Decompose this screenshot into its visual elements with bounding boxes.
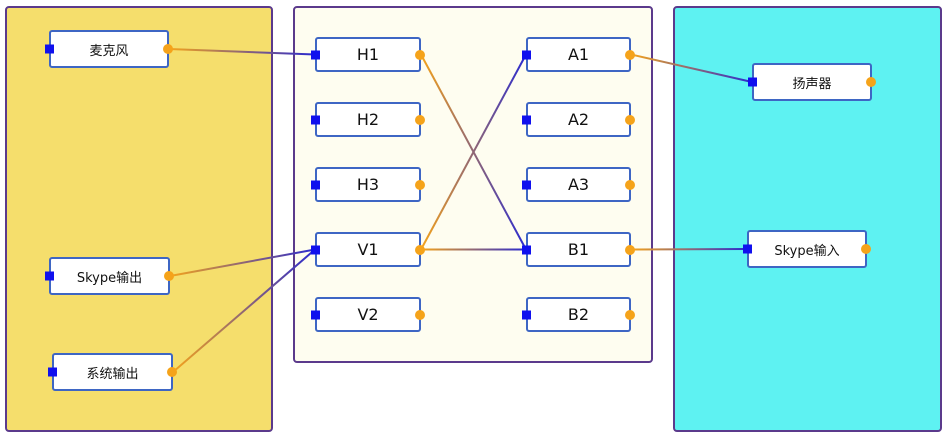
node-label: H1 (356, 45, 380, 64)
node-label: B2 (567, 305, 590, 324)
output-port[interactable] (866, 77, 876, 87)
output-port[interactable] (415, 49, 425, 60)
output-port[interactable] (415, 244, 425, 255)
node-label: 扬声器 (792, 76, 832, 92)
output-port[interactable] (625, 114, 635, 125)
output-port[interactable] (415, 309, 425, 320)
node-label: A3 (567, 175, 590, 194)
node-label: Skype输出 (76, 270, 143, 286)
output-port[interactable] (167, 367, 177, 377)
input-port[interactable] (522, 310, 531, 319)
node-label: V1 (357, 240, 379, 259)
node-system-output[interactable]: 系统输出 (48, 353, 177, 391)
output-port[interactable] (163, 44, 173, 54)
input-port[interactable] (45, 44, 54, 54)
node-label: H2 (356, 110, 380, 129)
output-port[interactable] (625, 49, 635, 60)
input-port[interactable] (311, 115, 320, 124)
node-label: A1 (567, 45, 590, 64)
output-port[interactable] (625, 179, 635, 190)
node-b1[interactable]: B1 (522, 232, 635, 267)
output-port[interactable] (625, 244, 635, 255)
node-speaker[interactable]: 扬声器 (748, 63, 876, 101)
node-v2[interactable]: V2 (311, 297, 425, 332)
node-skype-input[interactable]: Skype输入 (743, 230, 871, 268)
input-port[interactable] (311, 180, 320, 189)
node-label: V2 (357, 305, 379, 324)
input-port[interactable] (522, 50, 531, 59)
output-port[interactable] (164, 271, 174, 281)
node-label: 麦克风 (89, 43, 129, 59)
node-a1[interactable]: A1 (522, 37, 635, 72)
node-label: A2 (567, 110, 590, 129)
node-label: 系统输出 (86, 366, 139, 382)
input-port[interactable] (311, 245, 320, 254)
input-port[interactable] (522, 245, 531, 254)
node-b2[interactable]: B2 (522, 297, 635, 332)
node-label: H3 (356, 175, 380, 194)
node-microphone[interactable]: 麦克风 (45, 30, 173, 68)
input-port[interactable] (522, 180, 531, 189)
input-port[interactable] (48, 367, 57, 377)
output-port[interactable] (415, 179, 425, 190)
input-port[interactable] (311, 310, 320, 319)
input-port[interactable] (743, 244, 752, 254)
node-h1[interactable]: H1 (311, 37, 425, 72)
node-label: B1 (567, 240, 590, 259)
node-v1[interactable]: V1 (311, 232, 425, 267)
node-h3[interactable]: H3 (311, 167, 425, 202)
input-port[interactable] (311, 50, 320, 59)
output-port[interactable] (415, 114, 425, 125)
output-port[interactable] (861, 244, 871, 254)
input-port[interactable] (522, 115, 531, 124)
node-a2[interactable]: A2 (522, 102, 635, 137)
node-a3[interactable]: A3 (522, 167, 635, 202)
output-port[interactable] (625, 309, 635, 320)
input-port[interactable] (45, 271, 54, 281)
node-h2[interactable]: H2 (311, 102, 425, 137)
node-skype-output[interactable]: Skype输出 (45, 257, 174, 295)
node-label: Skype输入 (774, 243, 840, 259)
input-port[interactable] (748, 77, 757, 87)
